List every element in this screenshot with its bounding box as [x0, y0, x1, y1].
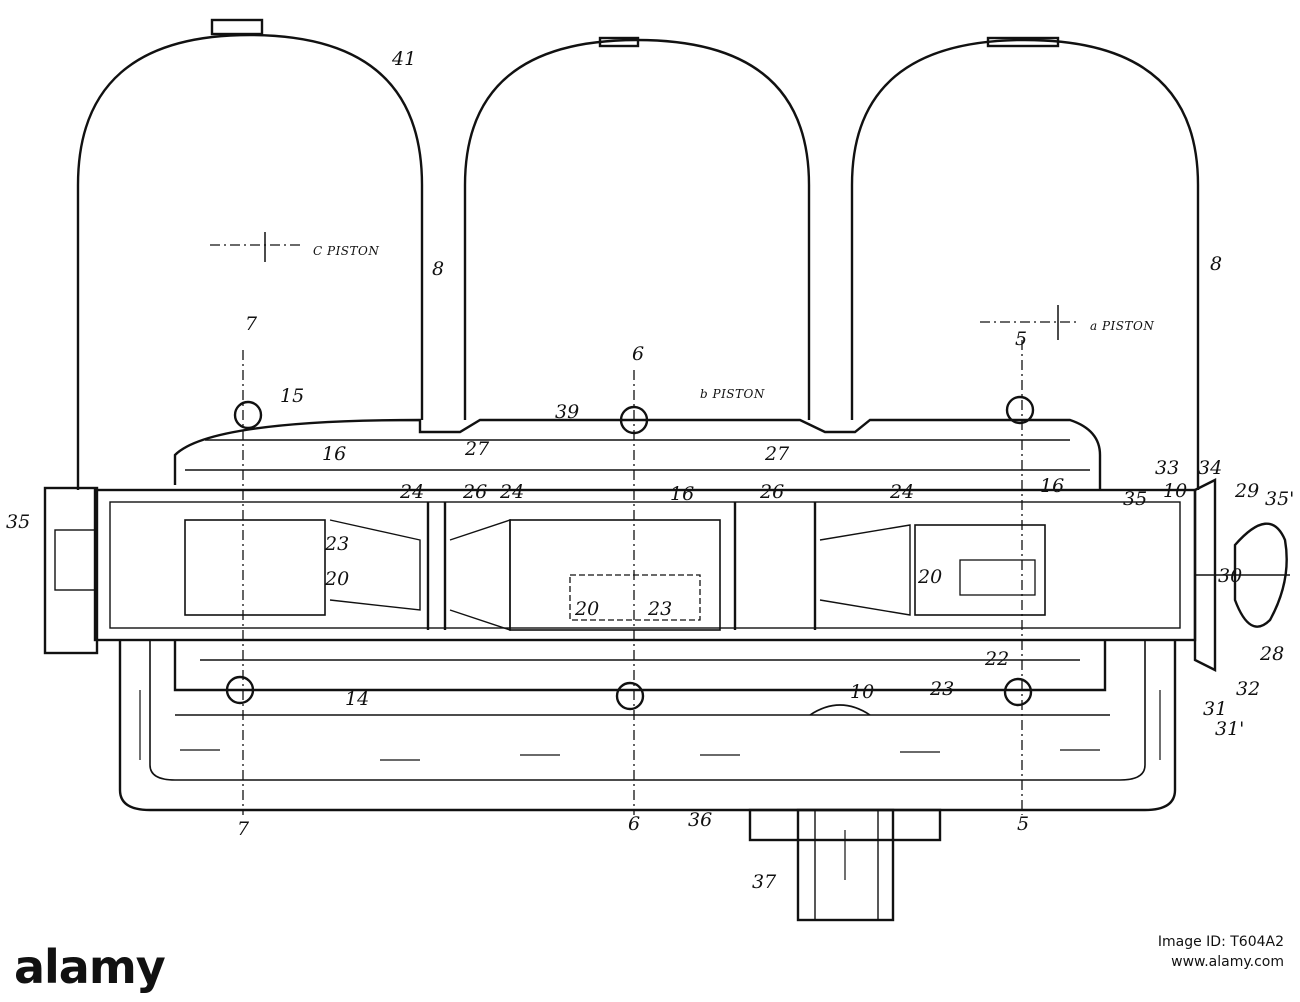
label-6-bottom: 6 — [628, 813, 640, 835]
main-cylinder — [93, 488, 1197, 642]
label-16-b: 16 — [670, 483, 694, 505]
label-7-top: 7 — [245, 313, 258, 335]
image-id: Image ID: T604A2 — [1157, 934, 1284, 950]
boss-7 — [233, 400, 263, 430]
label-39: 39 — [555, 401, 579, 423]
dome-cap-left — [210, 18, 264, 36]
label-26-b: 26 — [759, 481, 784, 503]
label-27-b: 27 — [764, 443, 790, 465]
label-20-c: 20 — [917, 566, 942, 588]
dome-left — [76, 33, 424, 490]
label-16-a: 16 — [322, 443, 346, 465]
label-6-top: 6 — [632, 343, 644, 365]
label-24-c: 24 — [889, 481, 914, 503]
label-32: 32 — [1236, 678, 1260, 700]
stock-footer: alamy Image ID: T604A2 www.alamy.com — [0, 922, 1300, 1002]
label-16-c: 16 — [1040, 475, 1064, 497]
label-8-right: 8 — [1210, 253, 1222, 275]
label-5-top: 5 — [1015, 328, 1027, 350]
label-28: 28 — [1259, 643, 1284, 665]
label-a-piston: a PISTON — [1090, 319, 1154, 333]
label-23-b: 23 — [647, 598, 672, 620]
label-22: 22 — [984, 648, 1009, 670]
label-26-a: 26 — [462, 481, 487, 503]
top-manifold — [173, 418, 1102, 490]
label-24-a: 24 — [399, 481, 424, 503]
label-30: 30 — [1218, 565, 1242, 587]
dome-cap-middle — [598, 36, 640, 48]
brand-text: alamy — [14, 940, 166, 994]
label-27-a: 27 — [464, 438, 490, 460]
label-10-b: 10 — [1163, 480, 1187, 502]
right-valve — [1233, 522, 1288, 628]
label-36: 36 — [688, 809, 712, 831]
label-23-c: 23 — [929, 678, 954, 700]
label-41: 41 — [391, 48, 416, 70]
dome-right — [850, 38, 1200, 490]
label-10-a: 10 — [850, 681, 874, 703]
label-23-a: 23 — [324, 533, 349, 555]
label-24-b: 24 — [499, 481, 524, 503]
label-7-bottom: 7 — [237, 818, 250, 840]
label-c-piston-left: C PISTON — [313, 244, 379, 258]
site-url[interactable]: www.alamy.com — [1171, 954, 1284, 970]
label-35-left: 35 — [6, 511, 30, 533]
label-5-bottom: 5 — [1017, 813, 1029, 835]
piston-chamber-right — [914, 524, 1046, 616]
image-info: Image ID: T604A2 www.alamy.com — [1158, 932, 1284, 972]
label-35-right: 35 — [1123, 488, 1147, 510]
patent-drawing: 35 15 16 23 20 24 27 26 24 39 16 27 26 2… — [6, 18, 1295, 922]
label-20-a: 20 — [324, 568, 349, 590]
outlet-pipe — [796, 808, 895, 922]
label-35-far-right: 35' — [1265, 488, 1294, 510]
piston-chamber-left — [184, 519, 326, 616]
lower-manifold — [173, 640, 1107, 692]
label-29: 29 — [1234, 480, 1259, 502]
left-end-cap — [43, 486, 99, 655]
label-b-piston: b PISTON — [700, 387, 765, 401]
label-15: 15 — [280, 385, 304, 407]
right-end-flange — [1193, 478, 1217, 672]
label-14: 14 — [345, 688, 369, 710]
label-37: 37 — [752, 871, 777, 893]
label-8-mid: 8 — [432, 258, 444, 280]
dome-cap-right — [986, 36, 1060, 48]
label-31: 31 — [1203, 698, 1227, 720]
brand-logo[interactable]: alamy — [14, 940, 166, 994]
boss-5 — [1005, 395, 1035, 425]
label-31-prime: 31' — [1215, 718, 1244, 740]
label-34: 34 — [1198, 457, 1222, 479]
water-jacket — [118, 640, 1177, 812]
label-33: 33 — [1155, 457, 1179, 479]
label-20-b: 20 — [574, 598, 599, 620]
